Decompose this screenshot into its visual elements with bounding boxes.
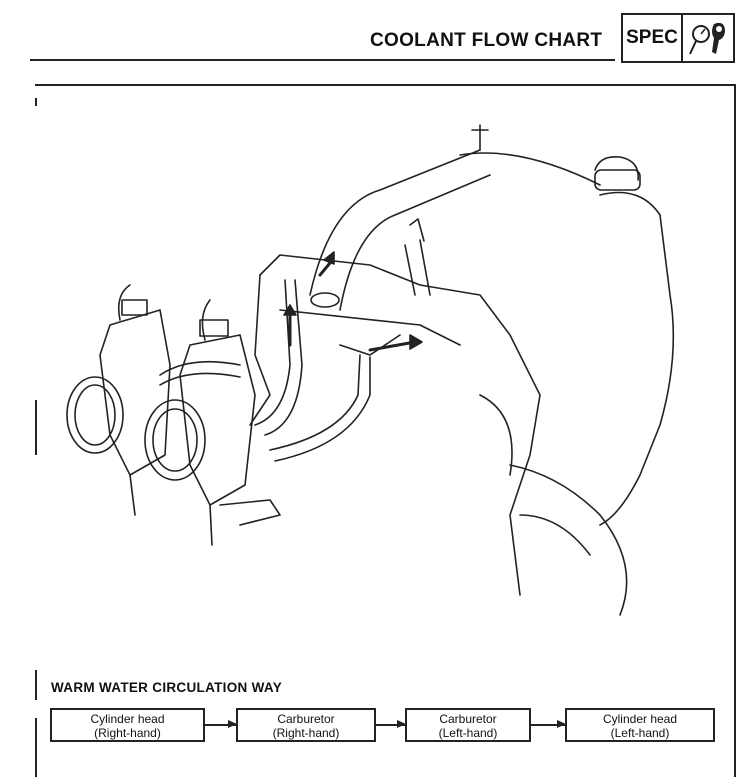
flow-step-label: Carburetor [277,712,335,726]
frame-left-mark [35,670,37,700]
flow-arrow [531,721,566,727]
flow-step-cylinder-head-left: Cylinder head (Left-hand) [565,708,715,742]
header-underline [30,59,615,61]
frame-right [734,84,736,777]
gauge-wrench-icon [683,15,733,61]
frame-top [35,84,736,86]
frame-left-mark [35,98,37,106]
flow-step-carburetor-left: Carburetor (Left-hand) [405,708,531,742]
page-title: COOLANT FLOW CHART [370,30,603,51]
flow-step-label: Cylinder head [90,712,165,726]
flow-step-sublabel: (Left-hand) [438,726,498,740]
flow-step-cylinder-head-right: Cylinder head (Right-hand) [50,708,205,742]
frame-left-mark [35,400,37,455]
engine-cooling-illustration [66,124,675,616]
spec-badge: SPEC [621,13,735,63]
flow-step-sublabel: (Left-hand) [610,726,670,740]
flow-arrow [376,721,406,727]
flow-step-carburetor-right: Carburetor (Right-hand) [236,708,376,742]
spec-label: SPEC [623,15,683,61]
frame-left-mark [35,718,37,777]
flow-step-label: Cylinder head [602,712,678,726]
flow-step-label: Carburetor [439,712,497,726]
flow-step-sublabel: (Right-hand) [272,726,340,740]
flow-step-sublabel: (Right-hand) [94,726,161,740]
section-heading: WARM WATER CIRCULATION WAY [51,680,283,695]
flow-arrow [205,721,237,727]
